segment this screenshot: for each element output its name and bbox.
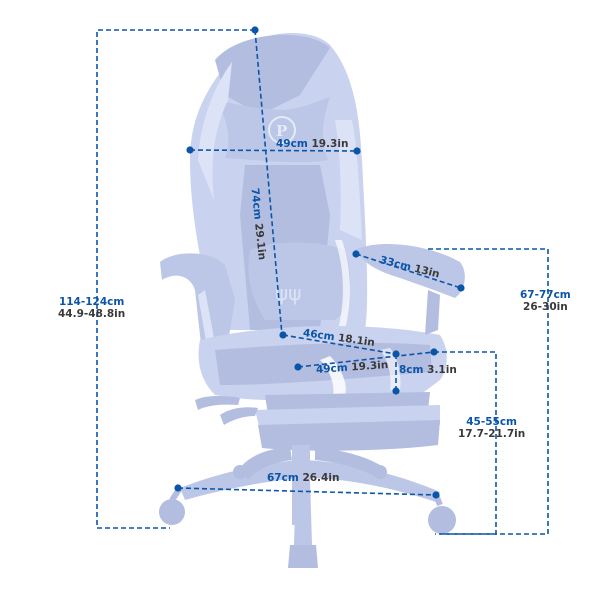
dimension-lines [96,29,549,535]
seat-depth-line [282,334,397,355]
backrest-width-cm: 49cm [276,138,312,150]
seat-height-label: 45-55cm 17.7-21.7in [458,416,525,440]
armrest-height-in: 26-30in [523,301,568,314]
logo-icon: P [276,122,287,140]
chair-body: P ψψ [159,33,465,568]
backrest-width-line [189,149,358,152]
base-width-cm: 67cm [267,472,303,484]
total-height-label: 114-124cm 44.9-48.8in [58,296,125,320]
total-height-in: 44.9-48.8in [58,308,126,321]
dimension-endpoints [174,26,465,499]
backrest-width-label: 49cm 19.3in [276,138,348,150]
total-height-line [96,29,255,529]
armrest-height-cm: 67-77cm [520,289,571,301]
armrest-height-line [428,248,549,535]
seat-width-cm: 49cm [315,361,352,376]
seat-thickness-in: 3.1in [427,364,457,376]
backrest-height-line [254,29,283,336]
seat-thickness-cm: 8cm [399,364,428,376]
seat-height-line [434,351,497,535]
armrest-height-label: 67-77cm 26-30in [520,289,571,313]
armrest-length-line [355,253,462,289]
seat-width-in: 19.3in [350,358,389,374]
base-width-in: 26.4in [302,472,340,484]
backrest-width-in: 19.3in [311,138,349,150]
base-width-line [177,487,437,496]
seat-thickness-label: 8cm 3.1in [399,364,457,376]
total-height-cm: 114-124cm [58,296,125,308]
base-width-label: 67cm 26.4in [267,472,339,484]
seat-width-line [297,351,435,368]
seat-height-cm: 45-55cm [466,416,517,428]
seat-height-in: 17.7-21.7in [458,428,526,441]
